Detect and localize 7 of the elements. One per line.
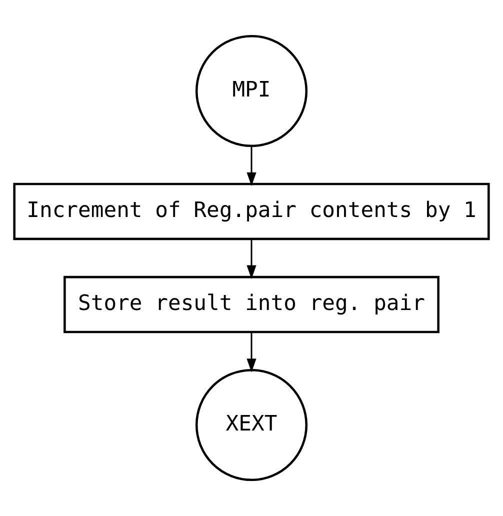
node-circle: MPI bbox=[195, 34, 308, 148]
node-box: Store result into reg. pair bbox=[64, 276, 440, 334]
arrow bbox=[246, 332, 256, 372]
node-box: Increment of Reg.pair contents by 1 bbox=[13, 182, 490, 240]
node-circle: XEXT bbox=[195, 368, 308, 482]
arrow bbox=[246, 239, 256, 280]
arrow bbox=[246, 146, 256, 186]
